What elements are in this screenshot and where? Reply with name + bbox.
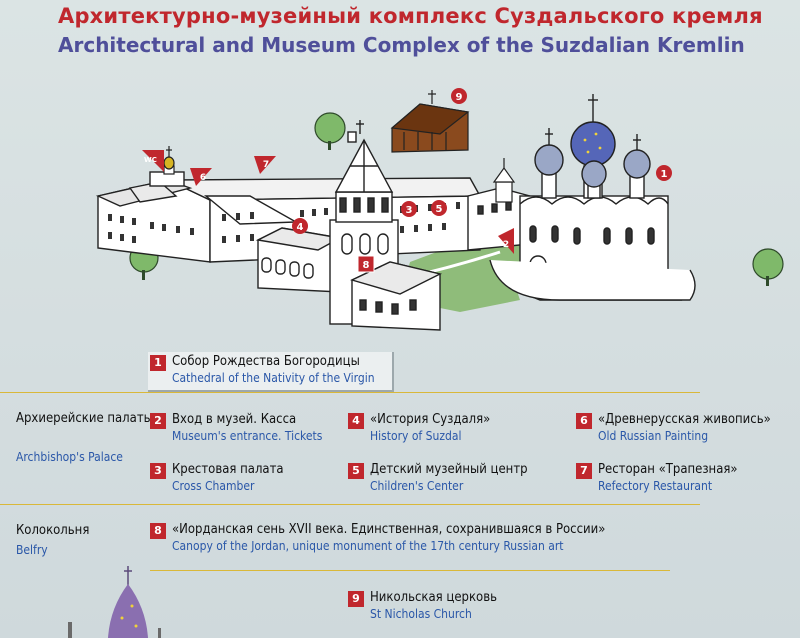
divider-line-3 <box>150 570 670 571</box>
legend-item-1-ru: Собор Рождества Богородицы <box>172 354 360 369</box>
legend-item-9-ru: Никольская церковь <box>370 590 497 605</box>
map-marker-7[interactable]: 7 <box>263 160 269 170</box>
legend-item-3-en: Cross Chamber <box>172 479 255 493</box>
legend-item-3-ru: Крестовая палата <box>172 462 284 477</box>
badge-1: 1 <box>150 355 166 371</box>
badge-9: 9 <box>348 591 364 607</box>
map-marker-3[interactable]: 3 <box>401 201 417 217</box>
svg-text:3: 3 <box>406 205 413 216</box>
map-marker-1[interactable]: 1 <box>656 165 672 181</box>
connector-wall <box>467 187 531 251</box>
badge-5: 5 <box>348 463 364 479</box>
tree-right <box>752 248 784 286</box>
svg-text:7: 7 <box>263 160 269 170</box>
legend-item-2-en: Museum's entrance. Tickets <box>172 429 323 443</box>
legend-item-4-ru: «История Суздаля» <box>370 412 491 427</box>
map-marker-6[interactable]: 6 <box>200 173 206 183</box>
map-marker-9[interactable]: 9 <box>451 88 467 104</box>
legend-item-1-en: Cathedral of the Nativity of the Virgin <box>172 371 375 385</box>
cathedral-base <box>489 259 696 301</box>
badge-2: 2 <box>150 413 166 429</box>
badge-7: 7 <box>576 463 592 479</box>
badge-3: 3 <box>150 463 166 479</box>
legend-item-6-en: Old Russian Painting <box>598 429 709 443</box>
badge-4: 4 <box>348 413 364 429</box>
legend-item-7-ru: Ресторан «Трапезная» <box>598 462 738 477</box>
title-russian: Архитектурно-музейный комплекс Суздальск… <box>58 4 763 28</box>
map-marker-4[interactable]: 4 <box>292 218 308 234</box>
marker-flags <box>142 150 514 254</box>
st-nicholas-church <box>390 90 470 153</box>
belfry-group-ru: Колокольня <box>16 523 90 538</box>
archbishop-group-ru: Архиерейские палаты <box>16 411 153 426</box>
badge-8: 8 <box>150 523 166 539</box>
svg-text:6: 6 <box>200 173 206 183</box>
legend-item-6-ru: «Древнерусская живопись» <box>598 412 771 427</box>
archbishop-group-en: Archbishop's Palace <box>16 450 123 464</box>
belfry-group-en: Belfry <box>16 543 48 557</box>
svg-text:9: 9 <box>456 92 463 103</box>
legend-item-5-en: Children's Center <box>370 479 464 493</box>
wc-label: WC <box>144 156 157 164</box>
legend-item-7-en: Refectory Restaurant <box>598 479 713 493</box>
svg-text:1: 1 <box>661 169 668 180</box>
map-marker-5[interactable]: 5 <box>431 200 447 216</box>
divider-line <box>0 392 700 393</box>
svg-text:4: 4 <box>297 222 304 233</box>
cathedral-legend-box <box>148 352 394 392</box>
title-english: Architectural and Museum Complex of the … <box>58 33 745 57</box>
map-marker-8[interactable]: 8 <box>357 255 375 273</box>
legend-item-8-ru: «Иорданская сень XVII века. Единственная… <box>172 522 606 537</box>
side-tower <box>492 158 516 203</box>
gallery-building <box>255 227 343 293</box>
legend-item-5-ru: Детский музейный центр <box>370 462 528 477</box>
belfry-dome-decoration <box>68 566 161 638</box>
legend-item-8-en: Canopy of the Jordan, unique monument of… <box>172 539 564 553</box>
badge-6: 6 <box>576 413 592 429</box>
svg-text:8: 8 <box>363 260 370 271</box>
svg-text:2: 2 <box>503 240 509 250</box>
legend-item-2-ru: Вход в музей. Касса <box>172 412 297 427</box>
canopy-building <box>350 261 443 331</box>
svg-text:5: 5 <box>436 204 443 215</box>
small-dome <box>163 146 175 175</box>
tree-top <box>314 112 346 150</box>
legend-item-4-en: History of Suzdal <box>370 429 462 443</box>
map-marker-2[interactable]: 2 <box>503 240 509 250</box>
divider-line-2 <box>0 504 700 505</box>
legend-item-9-en: St Nicholas Church <box>370 607 472 621</box>
